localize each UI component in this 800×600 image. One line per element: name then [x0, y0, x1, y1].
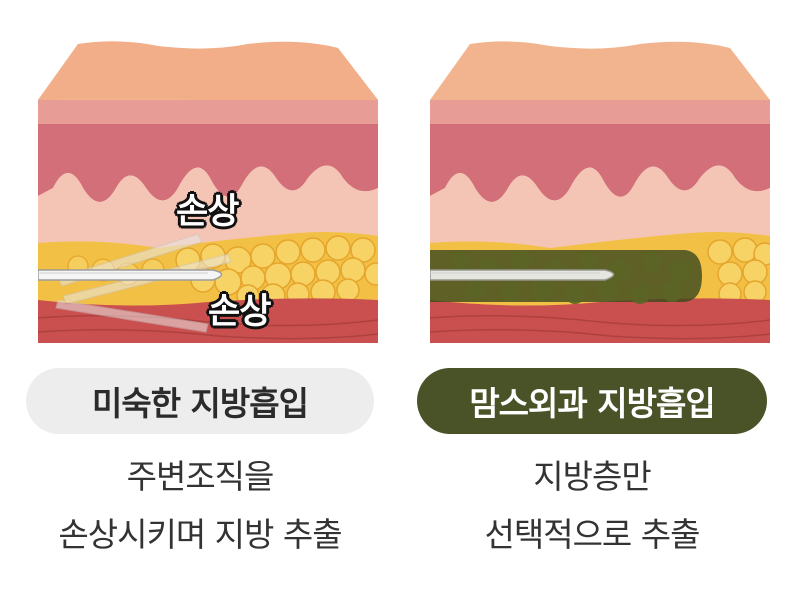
caption-line-1: 주변조직을	[126, 457, 275, 496]
damage-label-lower: 손상	[208, 292, 271, 332]
moms-clinic-liposuction-title: 맘스외과 지방흡입	[417, 368, 767, 434]
skin-cross-section-illustration-selective	[430, 41, 770, 343]
caption-line-2: 선택적으로 추출	[484, 515, 700, 554]
skin-cross-section-illustration-unskilled	[38, 41, 378, 343]
unskilled-liposuction-title: 미숙한 지방흡입	[26, 368, 374, 434]
caption-line-2: 손상시키며 지방 추출	[58, 515, 342, 554]
left-panel: 손상 손상 미숙한 지방흡입 주변조직을 손상시키며 지방 추출	[0, 41, 400, 564]
moms-clinic-liposuction-caption: 지방층만 선택적으로 추출	[392, 448, 792, 564]
right-panel: 맘스외과 지방흡입 지방층만 선택적으로 추출	[400, 0, 800, 600]
unskilled-liposuction-caption: 주변조직을 손상시키며 지방 추출	[0, 448, 400, 564]
caption-line-1: 지방층만	[533, 457, 651, 496]
damage-label-upper: 손상	[176, 192, 239, 232]
